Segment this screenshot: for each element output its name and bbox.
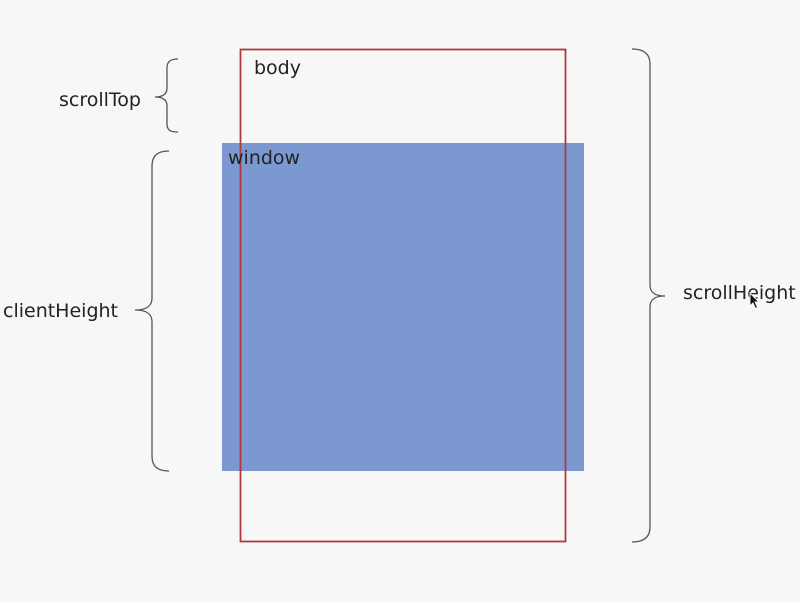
mouse-pointer-icon xyxy=(749,292,761,310)
client-height-label: clientHeight xyxy=(3,300,118,322)
scroll-top-label: scrollTop xyxy=(59,89,141,111)
window-label: window xyxy=(228,147,301,169)
client-height-brace xyxy=(134,150,170,472)
body-label: body xyxy=(254,57,301,79)
scroll-height-label: scrollHeight xyxy=(683,282,796,304)
window-box xyxy=(222,143,584,471)
scroll-top-brace xyxy=(154,58,179,133)
body-box xyxy=(239,48,567,543)
scroll-height-brace xyxy=(631,48,666,543)
